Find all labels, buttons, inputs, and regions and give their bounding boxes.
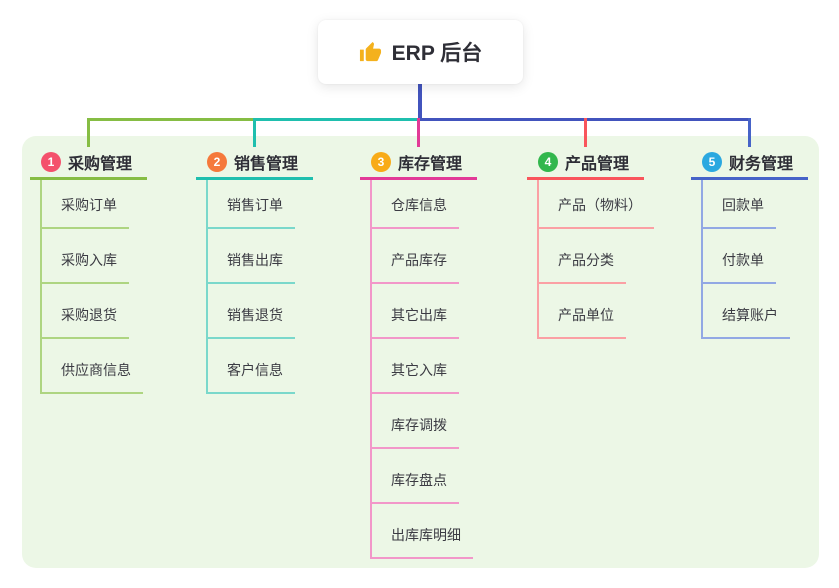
branch-number-badge: 5 [702,152,722,172]
child-item-label: 销售出库 [227,252,283,268]
branch-children: 采购订单采购入库采购退货供应商信息 [40,180,147,394]
branch-title[interactable]: 2 销售管理 [196,147,313,180]
branch-number-badge: 4 [538,152,558,172]
child-item-label: 其它入库 [391,362,447,378]
branch-number-badge: 3 [371,152,391,172]
child-item[interactable]: 销售订单 [208,180,295,229]
branch-drop-connector [748,118,751,147]
branch-column: 1 采购管理 采购订单采购入库采购退货供应商信息 [30,147,147,394]
child-item-label: 出库库明细 [391,527,461,543]
root-connector [418,84,422,121]
child-item-label: 库存调拨 [391,417,447,433]
child-item-label: 采购入库 [61,252,117,268]
branch-title-label: 销售管理 [234,156,299,173]
child-item[interactable]: 付款单 [703,229,776,284]
branch-column: 5 财务管理 回款单付款单结算账户 [691,147,808,339]
mindmap-panel [22,136,819,568]
branch-column: 2 销售管理 销售订单销售出库销售退货客户信息 [196,147,313,394]
child-item[interactable]: 仓库信息 [372,180,459,229]
child-item[interactable]: 产品单位 [539,284,626,339]
child-item-label: 产品（物料） [558,197,642,213]
branch-title-label: 产品管理 [565,156,630,173]
child-item[interactable]: 采购退货 [42,284,129,339]
child-item-label: 销售退货 [227,307,283,323]
branch-children: 产品（物料） 产品分类产品单位 [537,180,654,339]
branch-children: 仓库信息产品库存其它出库其它入库库存调拨库存盘点出库库明细 [370,180,477,559]
child-item[interactable]: 产品库存 [372,229,459,284]
child-item[interactable]: 其它入库 [372,339,459,394]
branch-title[interactable]: 1 采购管理 [30,147,147,180]
branch-title[interactable]: 4 产品管理 [527,147,644,180]
child-item[interactable]: 供应商信息 [42,339,143,394]
child-item-label: 采购退货 [61,307,117,323]
child-item[interactable]: 结算账户 [703,284,790,339]
child-item[interactable]: 库存盘点 [372,449,459,504]
trunk-segment-mid [253,118,417,121]
branch-title-label: 财务管理 [729,156,794,173]
child-item[interactable]: 库存调拨 [372,394,459,449]
child-item[interactable]: 客户信息 [208,339,295,394]
child-item-label: 结算账户 [722,307,778,323]
child-item[interactable]: 销售出库 [208,229,295,284]
trunk-segment-left [88,118,255,121]
branch-number-badge: 2 [207,152,227,172]
branch-column: 4 产品管理 产品（物料） 产品分类产品单位 [527,147,654,339]
child-item-label: 产品库存 [391,252,447,268]
child-item[interactable]: 产品分类 [539,229,626,284]
child-item[interactable]: 产品（物料） [539,180,654,229]
child-item-label: 其它出库 [391,307,447,323]
branch-children: 销售订单销售出库销售退货客户信息 [206,180,313,394]
thumbs-up-icon [359,41,382,64]
root-node-label: ERP 后台 [391,42,483,65]
branch-column: 3 库存管理 仓库信息产品库存其它出库其它入库库存调拨库存盘点出库库明细 [360,147,477,559]
child-item-label: 付款单 [722,252,764,268]
child-item[interactable]: 出库库明细 [372,504,473,559]
child-item-label: 仓库信息 [391,197,447,213]
child-item-label: 客户信息 [227,362,283,378]
child-item[interactable]: 回款单 [703,180,776,229]
child-item[interactable]: 采购订单 [42,180,129,229]
branch-children: 回款单付款单结算账户 [701,180,808,339]
child-item-label: 库存盘点 [391,472,447,488]
child-item-label: 回款单 [722,197,764,213]
child-item-label: 产品分类 [558,252,614,268]
child-item[interactable]: 其它出库 [372,284,459,339]
child-item-label: 供应商信息 [61,362,131,378]
branch-drop-connector [417,118,420,147]
branch-number-badge: 1 [41,152,61,172]
branch-title-label: 采购管理 [68,156,133,173]
branch-drop-connector [584,118,587,147]
child-item-label: 销售订单 [227,197,283,213]
child-item[interactable]: 采购入库 [42,229,129,284]
child-item[interactable]: 销售退货 [208,284,295,339]
branch-drop-connector [253,118,256,147]
branch-drop-connector [87,118,90,147]
branch-title-label: 库存管理 [398,156,463,173]
child-item-label: 采购订单 [61,197,117,213]
branch-title[interactable]: 5 财务管理 [691,147,808,180]
child-item-label: 产品单位 [558,307,614,323]
root-node[interactable]: ERP 后台 [318,20,523,84]
branch-title[interactable]: 3 库存管理 [360,147,477,180]
